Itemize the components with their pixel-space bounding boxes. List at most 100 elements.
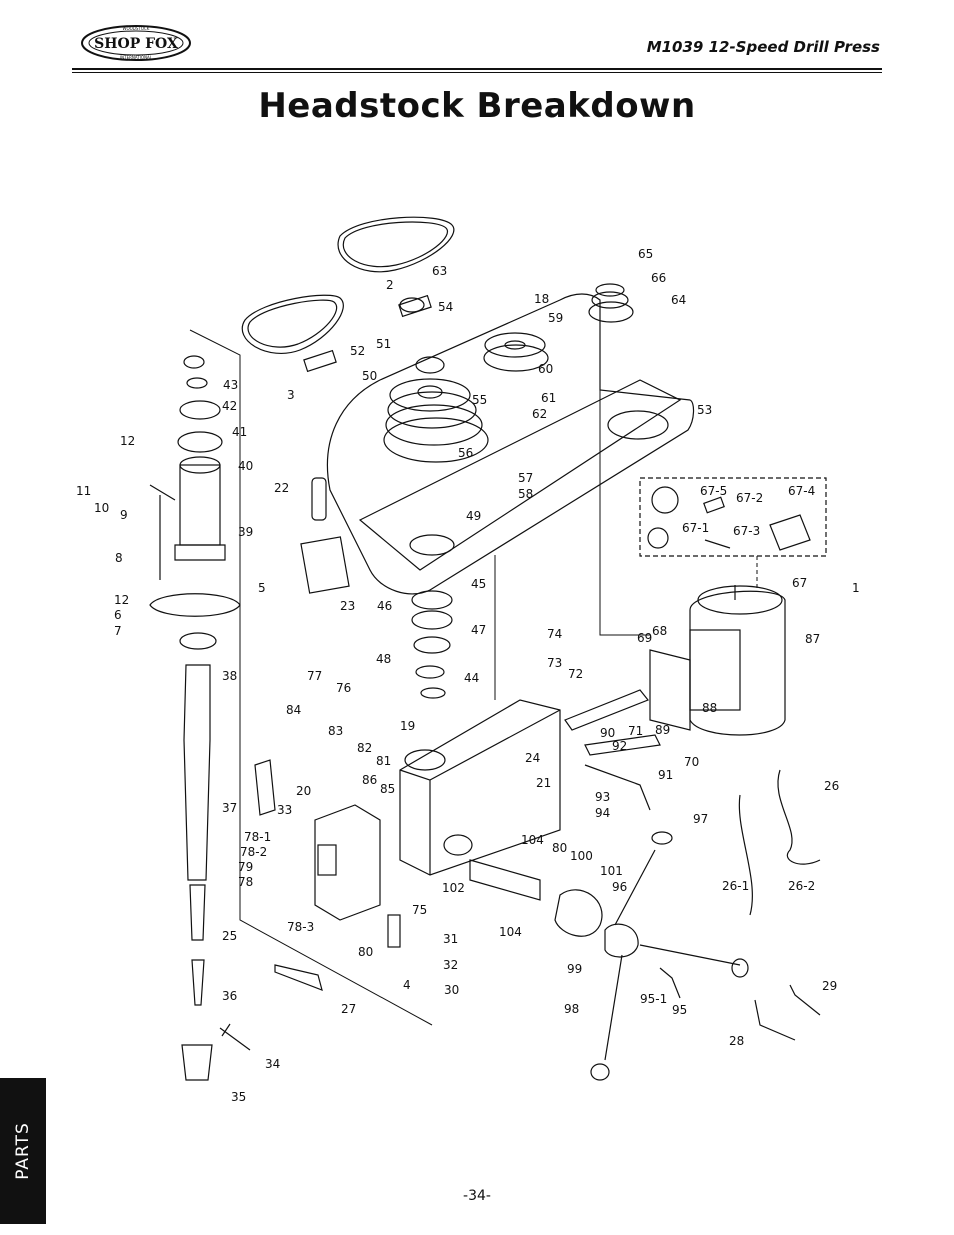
callout-67: 67 <box>792 576 807 590</box>
callout-89: 89 <box>655 723 670 737</box>
callout-47: 47 <box>471 623 486 637</box>
section-tab-label: PARTS <box>13 1122 33 1180</box>
quill-39 <box>179 464 221 546</box>
callout-39: 39 <box>238 525 253 539</box>
callout-85: 85 <box>380 782 395 796</box>
callout-19: 19 <box>400 719 415 733</box>
callout-12b: 12 <box>114 593 129 607</box>
callout-67-5: 67-5 <box>700 484 727 498</box>
callout-67-4: 67-4 <box>788 484 815 498</box>
callout-25: 25 <box>222 929 237 943</box>
callout-37: 37 <box>222 801 237 815</box>
callout-5: 5 <box>258 581 266 595</box>
callout-41: 41 <box>232 425 247 439</box>
logo-brand-text: SHOP FOX <box>94 36 178 52</box>
callout-30: 30 <box>444 983 459 997</box>
callout-56: 56 <box>458 446 473 460</box>
section-tab: PARTS <box>0 1078 46 1224</box>
callout-83: 83 <box>328 724 343 738</box>
callout-104b: 104 <box>499 925 522 939</box>
header-rule-thin <box>72 72 882 73</box>
callout-96: 96 <box>612 880 627 894</box>
callout-48: 48 <box>376 652 391 666</box>
belt-63 <box>337 216 455 273</box>
belt-52 <box>241 294 344 354</box>
pinion-shaft <box>469 859 541 901</box>
callout-10: 10 <box>94 501 109 515</box>
callout-102: 102 <box>442 881 465 895</box>
callout-93: 93 <box>595 790 610 804</box>
callout-labels: 63 2 54 18 65 66 64 59 52 51 60 3 50 55 … <box>76 247 860 1104</box>
power-cord-26 <box>777 769 821 865</box>
callout-31: 31 <box>443 932 458 946</box>
callout-67-1: 67-1 <box>682 521 709 535</box>
callout-40: 40 <box>238 459 253 473</box>
callout-67-3: 67-3 <box>733 524 760 538</box>
callout-49: 49 <box>466 509 481 523</box>
callout-38: 38 <box>222 669 237 683</box>
handle-hub-99 <box>604 923 639 958</box>
logo-ring-bottom: INTERNATIONAL <box>120 55 153 60</box>
callout-104a: 104 <box>521 833 544 847</box>
callout-71: 71 <box>628 724 643 738</box>
callout-64: 64 <box>671 293 686 307</box>
document-title: M1039 12-Speed Drill Press <box>646 38 880 56</box>
callout-79: 79 <box>238 860 253 874</box>
callout-97: 97 <box>693 812 708 826</box>
callout-74: 74 <box>547 627 562 641</box>
callout-91: 91 <box>658 768 673 782</box>
callout-4: 4 <box>403 978 411 992</box>
callout-21: 21 <box>536 776 551 790</box>
callout-24: 24 <box>525 751 540 765</box>
callout-6: 6 <box>114 608 122 622</box>
page-title: Headstock Breakdown <box>258 86 696 126</box>
callout-95-1: 95-1 <box>640 992 667 1006</box>
callout-45: 45 <box>471 577 486 591</box>
callout-78-1: 78-1 <box>244 830 271 844</box>
callout-92: 92 <box>612 739 627 753</box>
logo-ring-top: WOODSTOCK <box>123 26 150 31</box>
callout-63: 63 <box>432 264 447 278</box>
callout-98: 98 <box>564 1002 579 1016</box>
callout-84: 84 <box>286 703 301 717</box>
callout-94: 94 <box>595 806 610 820</box>
callout-23: 23 <box>340 599 355 613</box>
chuck-35 <box>181 1044 213 1081</box>
callout-3: 3 <box>287 388 295 402</box>
callout-100: 100 <box>570 849 593 863</box>
callout-32: 32 <box>443 958 458 972</box>
callout-54: 54 <box>438 300 453 314</box>
callout-28: 28 <box>729 1034 744 1048</box>
callout-55: 55 <box>472 393 487 407</box>
callout-75: 75 <box>412 903 427 917</box>
callout-34: 34 <box>265 1057 280 1071</box>
callout-57: 57 <box>518 471 533 485</box>
callout-2: 2 <box>386 278 394 292</box>
callout-53: 53 <box>697 403 712 417</box>
callout-62: 62 <box>532 407 547 421</box>
callout-20: 20 <box>296 784 311 798</box>
callout-51: 51 <box>376 337 391 351</box>
callout-77: 77 <box>307 669 322 683</box>
callout-78-3: 78-3 <box>287 920 314 934</box>
callout-73: 73 <box>547 656 562 670</box>
callout-46: 46 <box>377 599 392 613</box>
callout-26-1: 26-1 <box>722 879 749 893</box>
page-number: -34- <box>463 1188 491 1204</box>
callout-11: 11 <box>76 484 91 498</box>
motor-67 <box>689 590 786 736</box>
callout-78: 78 <box>238 875 253 889</box>
callout-78-2: 78-2 <box>240 845 267 859</box>
callout-9: 9 <box>120 508 128 522</box>
callout-101: 101 <box>600 864 623 878</box>
callout-50: 50 <box>362 369 377 383</box>
callout-72: 72 <box>568 667 583 681</box>
callout-12a: 12 <box>120 434 135 448</box>
callout-86: 86 <box>362 773 377 787</box>
callout-88: 88 <box>702 701 717 715</box>
motor-pulley-66 <box>588 283 634 323</box>
callout-87: 87 <box>805 632 820 646</box>
callout-67-2: 67-2 <box>736 491 763 505</box>
callout-58: 58 <box>518 487 533 501</box>
